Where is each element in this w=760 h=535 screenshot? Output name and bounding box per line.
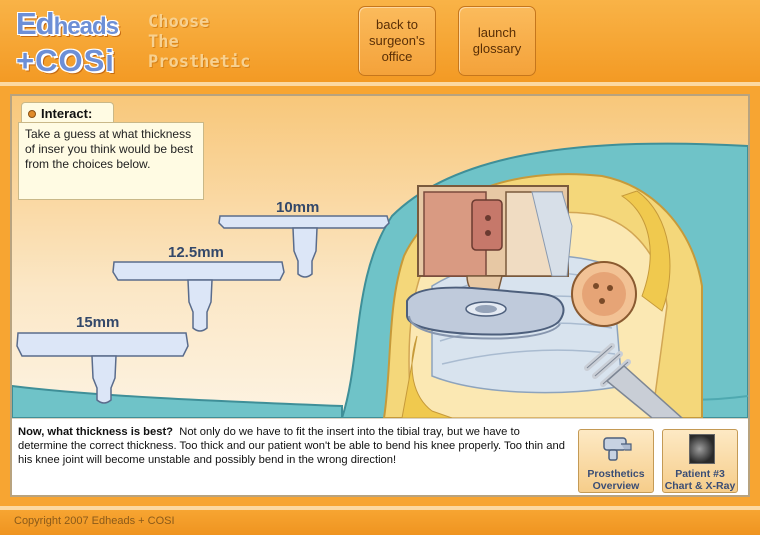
header-divider (0, 82, 760, 86)
interact-bullet-icon (28, 110, 36, 118)
page-title: Choose The Prosthetic (148, 12, 251, 72)
main-stage: Interact: Take a guess at what thickness… (10, 94, 750, 497)
insert-12-5mm-option[interactable] (112, 261, 285, 332)
interact-label: Interact: (41, 106, 93, 121)
edheads-cosi-logo: Edheads +COSi (14, 6, 132, 78)
knee-surgery-scene: Interact: Take a guess at what thickness… (12, 96, 748, 418)
header-bar: Edheads +COSi Choose The Prosthetic back… (0, 0, 760, 82)
insert-15mm-option[interactable] (16, 332, 189, 404)
patient-chart-xray-label: Patient #3 Chart & X-Ray (664, 468, 736, 492)
info-text: Now, what thickness is best? Not only do… (18, 425, 570, 467)
copyright-text: Copyright 2007 Edheads + COSI (14, 515, 175, 527)
insert-10mm-label[interactable]: 10mm (276, 199, 320, 216)
footer-bar: Copyright 2007 Edheads + COSI (0, 510, 760, 535)
footer-divider (0, 506, 760, 510)
interact-prompt-box: Take a guess at what thickness of inser … (18, 122, 204, 200)
prosthetic-knee-icon (603, 437, 632, 461)
patient-chart-xray-button[interactable]: Patient #3 Chart & X-Ray (662, 429, 738, 493)
launch-glossary-button[interactable]: launch glossary (458, 6, 536, 76)
info-panel: Now, what thickness is best? Not only do… (12, 418, 748, 495)
insert-12-5mm-label[interactable]: 12.5mm (168, 244, 224, 261)
info-heading: Now, what thickness is best? (18, 426, 174, 438)
logo-cosi: +COSi (16, 43, 115, 78)
logo-edheads: Edheads (16, 6, 119, 41)
insert-15mm-label[interactable]: 15mm (76, 314, 120, 331)
prosthetics-overview-button[interactable]: Prosthetics Overview (578, 429, 654, 493)
xray-image-icon (689, 434, 715, 464)
insert-10mm-option[interactable] (218, 215, 390, 278)
interact-tab: Interact: (21, 102, 114, 124)
knee-illustration (12, 142, 748, 418)
info-body: Not only do we have to fit the insert in… (18, 426, 565, 466)
back-to-surgeons-office-button[interactable]: back to surgeon's office (358, 6, 436, 76)
prosthetics-overview-label: Prosthetics Overview (587, 468, 645, 492)
